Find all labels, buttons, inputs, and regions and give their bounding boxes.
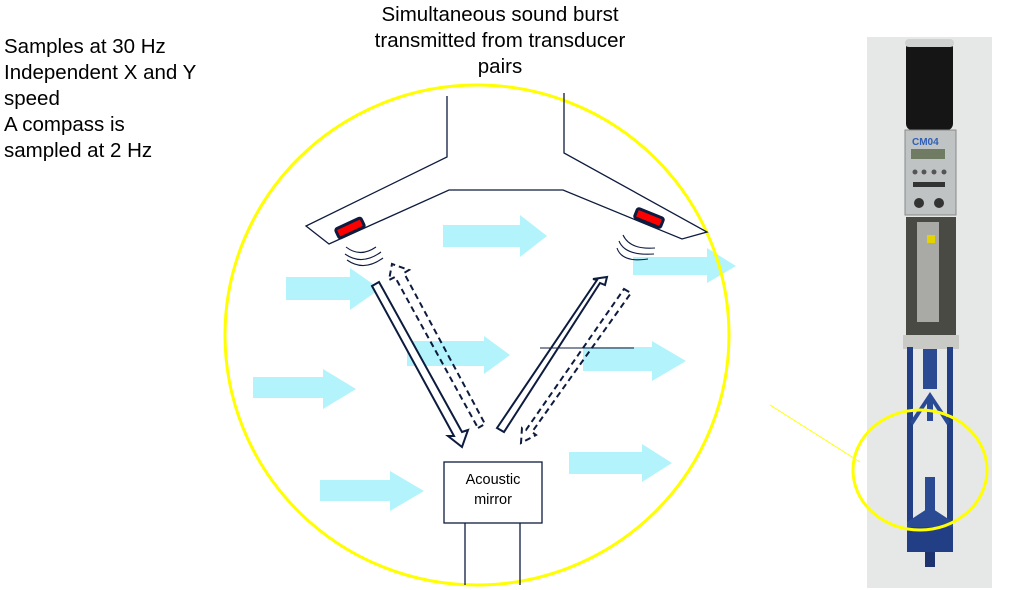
flow-arrow — [583, 341, 686, 381]
knob — [934, 198, 944, 208]
sound-wave-right — [616, 247, 649, 261]
title-line: pairs — [477, 55, 523, 78]
signal-arrow-right-down — [519, 287, 633, 445]
callout-line — [769, 404, 861, 463]
note-line: speed — [4, 87, 60, 110]
sensor-head-outline — [304, 93, 709, 245]
note-line: A compass is — [4, 113, 125, 136]
highlight-circle — [223, 83, 731, 587]
instrument-label: CM04 — [912, 137, 939, 148]
note-line: Independent X and Y — [4, 61, 197, 84]
mirror-label-line: mirror — [474, 492, 512, 508]
signal-arrow-right-up — [495, 275, 609, 434]
title-line: Simultaneous sound burst — [381, 3, 619, 26]
acoustic-mirror-box — [443, 461, 543, 524]
note-line: Samples at 30 Hz — [4, 35, 166, 58]
lcd-display — [911, 149, 945, 159]
sensor-housing — [906, 42, 953, 130]
signal-arrow-left-down — [370, 280, 470, 449]
transducer-left — [334, 216, 366, 240]
flow-arrow — [286, 268, 380, 310]
title-line: transmitted from transducer — [374, 29, 626, 52]
instrument-photo: CM04 — [867, 37, 992, 588]
flow-arrow — [443, 215, 547, 257]
sound-waves — [344, 234, 656, 267]
flow-arrow — [633, 248, 736, 283]
signal-arrow-left-up — [387, 262, 487, 430]
flow-arrows — [253, 215, 736, 511]
transducer-right — [633, 207, 665, 229]
acoustic-mirror-label: Acoustic mirror — [444, 470, 542, 510]
frame-leg — [907, 347, 913, 542]
specs-notes: Samples at 30 Hz Independent X and Y spe… — [4, 34, 196, 164]
flow-arrow — [569, 444, 672, 482]
diagram-title: Simultaneous sound burst transmitted fro… — [300, 2, 700, 80]
sound-wave-right — [618, 240, 655, 255]
mirror-label-line: Acoustic — [465, 472, 521, 488]
mounting-plate — [903, 335, 959, 349]
knob — [914, 198, 924, 208]
flow-arrow — [253, 369, 356, 409]
sound-wave-left — [344, 251, 382, 261]
flow-arrow — [320, 471, 424, 511]
sound-wave-left — [346, 257, 384, 267]
instrument-illustration: CM04 — [903, 39, 959, 567]
frame-leg — [947, 347, 953, 542]
sound-wave-right — [622, 234, 656, 249]
note-line: sampled at 2 Hz — [4, 139, 153, 162]
sound-wave-left — [345, 246, 377, 254]
